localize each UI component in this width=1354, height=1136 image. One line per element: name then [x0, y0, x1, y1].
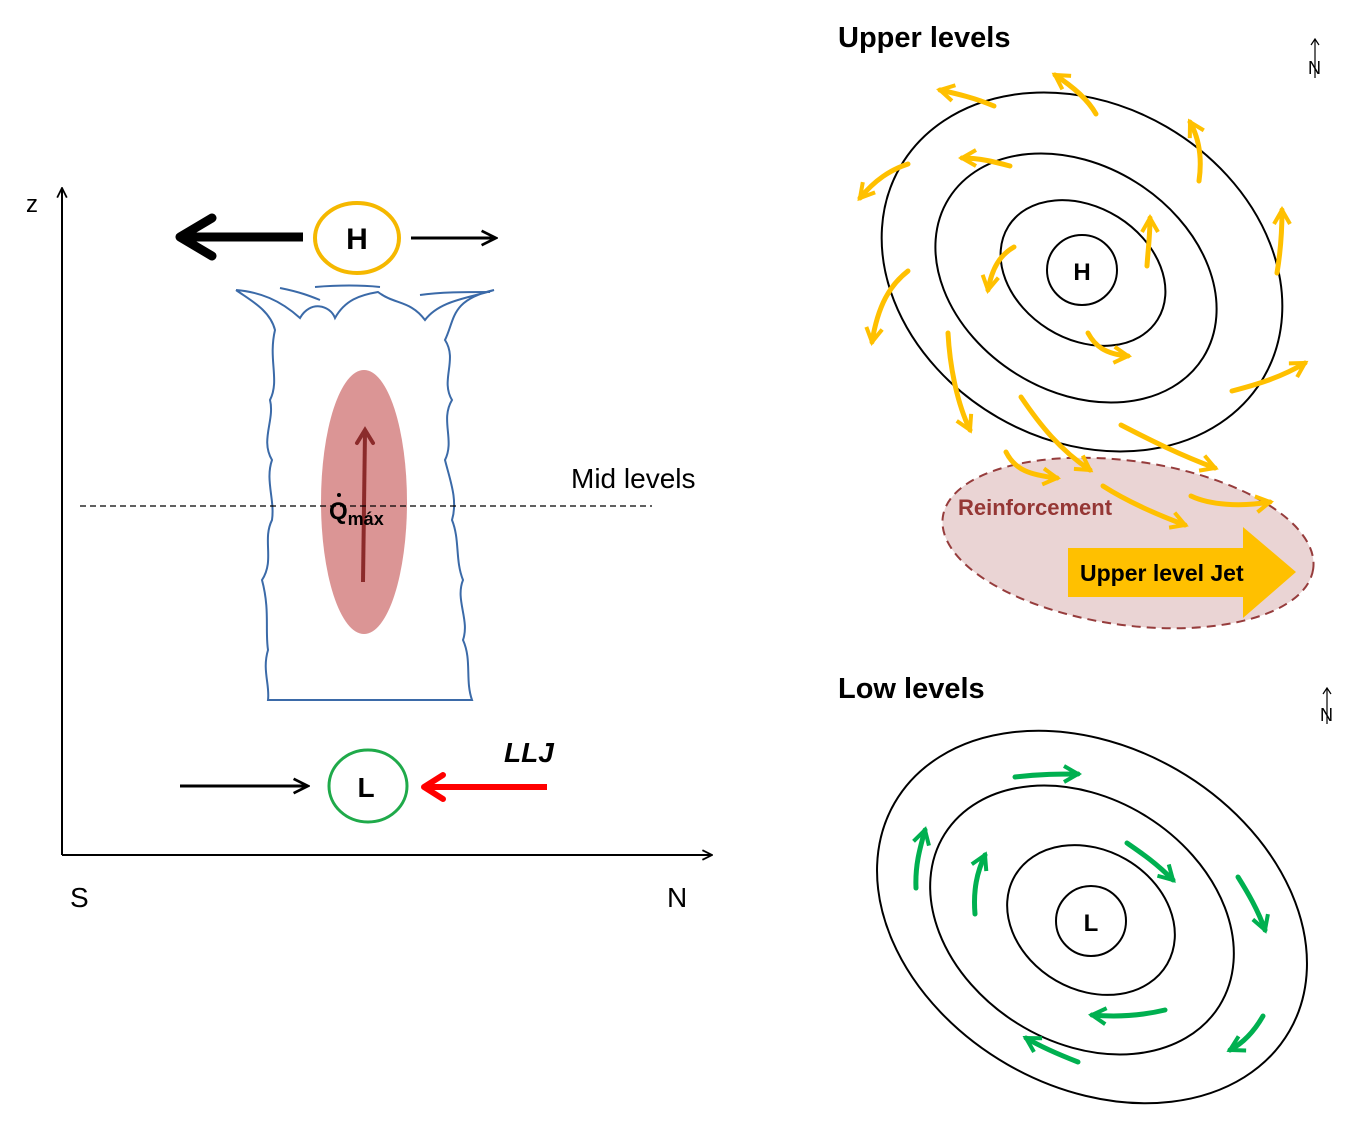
low-pressure-circle	[327, 748, 409, 824]
low-isobar-3	[1006, 844, 1176, 996]
flow-arrow	[864, 268, 911, 346]
llj-label: LLJ	[504, 737, 555, 768]
upper-high-label: H	[1073, 259, 1090, 286]
upper-divergent-flow-arrows	[857, 72, 1309, 530]
flow-arrow	[970, 851, 989, 917]
upper-isobar-2	[934, 152, 1218, 404]
flow-arrow	[1003, 449, 1062, 487]
low-isobar-center	[1055, 885, 1127, 957]
north-label: N	[667, 882, 687, 913]
low-label: L	[357, 772, 374, 803]
cross-section: z S N H Mid levels Qmáx L LLJ	[26, 188, 712, 913]
flow-arrow	[1118, 422, 1219, 473]
svg-text:N: N	[1308, 58, 1321, 78]
upper-isobar-center	[1046, 234, 1118, 306]
llj-arrowhead	[421, 772, 446, 802]
upper-levels-title: Upper levels	[838, 22, 1010, 54]
flow-arrow	[957, 148, 1013, 169]
z-axis-label: z	[26, 191, 38, 218]
flow-arrow	[1226, 1013, 1266, 1053]
outflow-arrow-south-head	[175, 213, 217, 261]
low-levels-panel: Low levels N L	[838, 673, 1333, 1105]
flow-arrow	[1087, 1006, 1168, 1026]
flow-arrow	[1124, 840, 1176, 883]
flow-arrow	[1188, 493, 1274, 514]
flow-arrow	[1100, 483, 1189, 530]
qdot-marker	[337, 493, 341, 497]
reinforcement-label: Reinforcement	[958, 495, 1113, 520]
north-indicator-low: N	[1320, 686, 1333, 725]
north-indicator-upper: N	[1308, 37, 1321, 78]
low-convergent-flow-arrows	[912, 764, 1270, 1065]
low-levels-title: Low levels	[838, 673, 985, 705]
flow-arrow	[1018, 394, 1094, 473]
upper-level-jet-label: Upper level Jet	[1080, 560, 1244, 586]
flow-arrow	[1140, 213, 1160, 269]
flow-arrow	[936, 83, 997, 109]
low-center-label: L	[1084, 910, 1099, 937]
flow-arrow	[1051, 72, 1099, 117]
heating-label: Qmáx	[329, 498, 384, 529]
flow-arrow	[1235, 874, 1270, 934]
flow-arrow	[1085, 330, 1133, 365]
reinforcement-region	[941, 456, 1315, 630]
flow-arrow	[945, 330, 974, 434]
flow-arrow	[912, 826, 931, 891]
flow-arrow	[1187, 118, 1205, 184]
low-isobar-outer	[876, 729, 1308, 1105]
flow-arrow	[1022, 1035, 1081, 1065]
cloud-top-line	[279, 284, 491, 301]
upper-isobar-3	[999, 199, 1167, 347]
high-label: H	[346, 223, 368, 256]
heating-ascent-arrowhead	[355, 426, 375, 445]
convective-cloud-outline	[235, 289, 495, 701]
heating-ascent-arrow	[361, 431, 367, 583]
south-label: S	[70, 882, 89, 913]
flow-arrow	[980, 244, 1017, 294]
high-pressure-circle	[313, 201, 401, 275]
low-isobar-2	[929, 784, 1235, 1056]
flow-arrow	[857, 161, 911, 202]
flow-arrow	[1012, 764, 1083, 784]
svg-text:N: N	[1320, 705, 1333, 725]
upper-levels-panel: Upper levels N Reinforcement Upper level…	[838, 22, 1321, 630]
flow-arrow	[1229, 360, 1309, 394]
flow-arrow	[1272, 205, 1292, 276]
mid-levels-label: Mid levels	[571, 463, 695, 494]
upper-level-jet-arrow	[1068, 527, 1296, 618]
